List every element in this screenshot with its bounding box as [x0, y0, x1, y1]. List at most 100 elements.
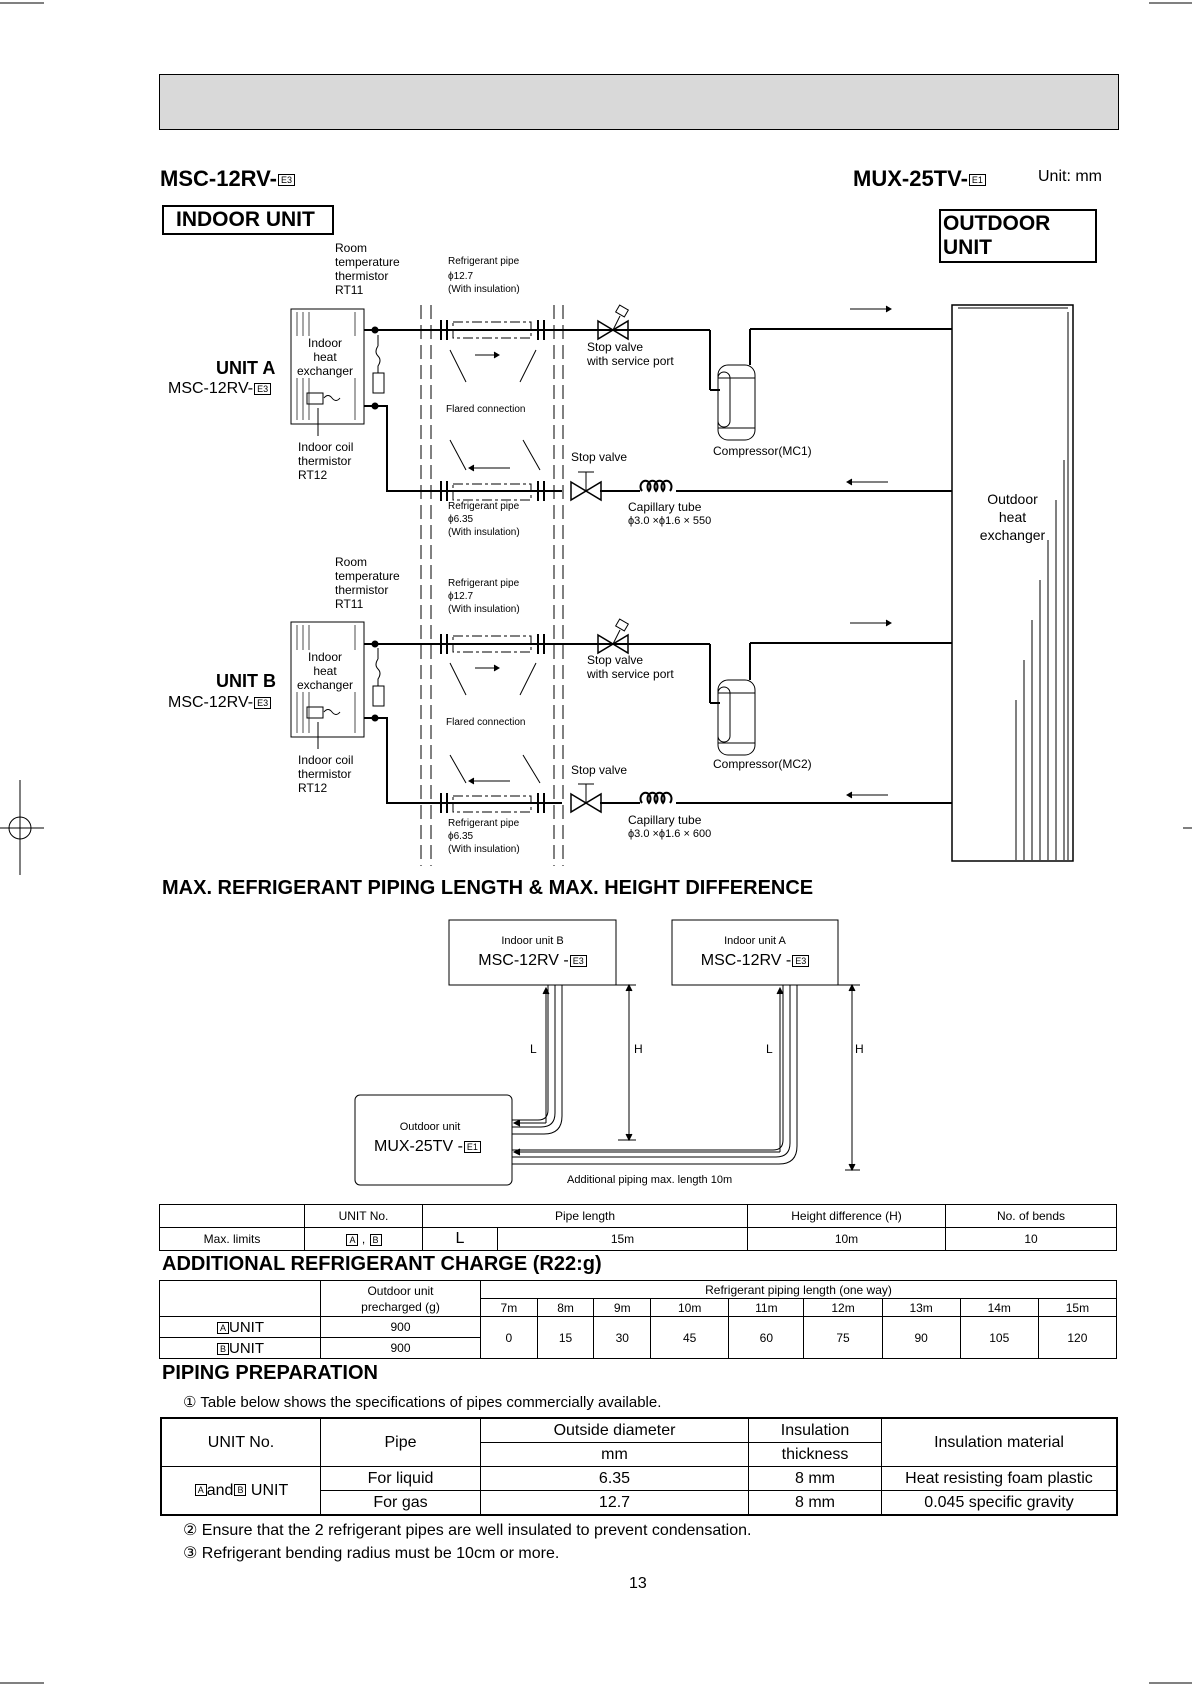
label-line: Indoor coil	[298, 440, 354, 454]
label-line: heat	[998, 509, 1027, 525]
prep-note-1: ① Table below shows the specifications o…	[183, 1394, 662, 1411]
label-line: heat	[313, 664, 337, 678]
table-cell: 15m	[497, 1227, 748, 1251]
indoor-b-title: Indoor unit B	[501, 935, 564, 947]
unit-label: UNIT	[250, 1481, 289, 1499]
label-line: Refrigerant pipe	[448, 256, 520, 267]
unit-a-indoor-hx-label: Indoor heat exchanger	[294, 336, 356, 378]
title-banner	[159, 74, 1119, 130]
table-cell: Outdoor unit precharged (g)	[320, 1280, 481, 1317]
label-line: thermistor	[335, 583, 389, 597]
unit-b-stop-valve-label: Stop valve	[571, 763, 628, 777]
unit-a-label: UNIT A	[216, 358, 276, 378]
label-line: ϕ6.35	[448, 514, 474, 525]
table-cell: Max. limits	[159, 1227, 305, 1251]
label-line: precharged (g)	[361, 1299, 440, 1314]
indoor-b-model: MSC-12RV -E3	[449, 952, 616, 970]
outdoor-hx-label: Outdoor heat exchanger	[975, 490, 1050, 544]
label-line: Indoor	[307, 650, 343, 664]
unit-label: UNIT	[229, 1339, 264, 1357]
label-line: thermistor	[298, 767, 352, 781]
label-line: Indoor coil	[298, 753, 354, 767]
table-row: Outdoor unit precharged (g) Refrigerant …	[159, 1280, 1117, 1317]
label-line: RT11	[335, 597, 364, 611]
unit-a-room-thermistor-label: Room temperature thermistor RT11	[335, 241, 400, 297]
label-line: with service port	[587, 354, 674, 368]
unit-b-badge: B	[369, 1233, 382, 1246]
l-label-a: L	[766, 1042, 773, 1056]
outdoor-hx	[951, 304, 1074, 862]
table-cell: For liquid	[320, 1466, 481, 1491]
unit-a-capillary-label: Capillary tube ϕ3.0 ×ϕ1.6 × 550	[628, 500, 711, 528]
table-cell: 10	[945, 1227, 1117, 1251]
label-line: (With insulation)	[448, 284, 520, 295]
table-row: 7m 8m 9m 10m 11m 12m 13m 14m 15m	[160, 1298, 1118, 1317]
label-line: Room	[335, 241, 368, 255]
piping-length-diagram	[354, 919, 860, 1186]
label-line: ϕ3.0 ×ϕ1.6 × 600	[628, 828, 712, 840]
label-line: (With insulation)	[448, 604, 520, 615]
model-badge: E3	[792, 954, 810, 967]
table-cell: 0	[480, 1316, 538, 1359]
outdoor-unit-label: OUTDOOR UNIT	[939, 209, 1097, 263]
table-cell: Insulation material	[881, 1417, 1118, 1467]
piping-heading: MAX. REFRIGERANT PIPING LENGTH & MAX. HE…	[162, 877, 814, 899]
outdoor-model-text: MUX-25TV-	[853, 166, 968, 191]
table-cell: 15	[536, 1316, 595, 1359]
label-line: RT11	[335, 283, 364, 297]
unit-b-coil-sensor	[306, 706, 324, 719]
table-cell: No. of bends	[945, 1204, 1117, 1228]
unit-label: UNIT	[229, 1318, 264, 1336]
label-line: (With insulation)	[448, 844, 520, 855]
label-line: Capillary tube	[628, 813, 702, 827]
label-line: exchanger	[296, 364, 354, 378]
unit-a-gas-pipe-label: Refrigerant pipe ϕ12.7 (With insulation)	[448, 255, 520, 296]
unit-b-room-thermistor-label: Room temperature thermistor RT11	[335, 555, 400, 611]
table-cell: 105	[959, 1316, 1039, 1359]
label-line: Indoor	[307, 336, 343, 350]
table-cell: 13m	[881, 1298, 961, 1317]
table-cell: 15m	[1037, 1298, 1118, 1317]
unit-b-indoor-hx	[290, 621, 365, 738]
label-line: Room	[335, 555, 368, 569]
model-text: MSC-12RV -	[478, 952, 569, 969]
outdoor-model-heading: MUX-25TV-E1	[853, 166, 986, 192]
table-cell: 120	[1037, 1316, 1118, 1359]
model-badge: E3	[254, 382, 272, 395]
indoor-model-heading: MSC-12RV-E3	[160, 166, 295, 192]
label-line: temperature	[335, 569, 400, 583]
label-line: exchanger	[979, 527, 1046, 543]
label-line: temperature	[335, 255, 400, 269]
unit-a-badge: A	[194, 1484, 207, 1497]
additional-piping-note: Additional piping max. length 10m	[567, 1174, 733, 1186]
table-cell: 6.35	[480, 1466, 749, 1491]
unit-b-capillary-label: Capillary tube ϕ3.0 ×ϕ1.6 × 600	[628, 813, 711, 841]
table-cell: For gas	[320, 1490, 481, 1516]
unit-b-badge: B	[234, 1484, 247, 1497]
label-line: ϕ3.0 ×ϕ1.6 × 550	[628, 515, 712, 527]
prep-heading: PIPING PREPARATION	[162, 1362, 378, 1384]
charge-table: Outdoor unit precharged (g) Refrigerant …	[159, 1280, 1118, 1359]
label-line: ϕ12.7	[448, 271, 474, 282]
unit-a-coil-thermistor-label: Indoor coil thermistor RT12	[298, 440, 353, 482]
label-line: thermistor	[335, 269, 389, 283]
label-line: Stop valve	[587, 340, 644, 354]
table-cell: mm	[480, 1442, 749, 1467]
prep-note-3: ③ Refrigerant bending radius must be 10c…	[183, 1545, 560, 1562]
table-cell: L	[422, 1227, 498, 1251]
unit-b-label: UNIT B	[216, 671, 276, 691]
table-row: UNIT No. Pipe length Height difference (…	[159, 1204, 1117, 1228]
label-line: Outdoor unit	[367, 1283, 434, 1298]
model-badge: E1	[463, 1140, 481, 1153]
label-line: Refrigerant pipe	[448, 501, 520, 512]
unit-b-model: MSC-12RV-E3	[168, 694, 272, 712]
table-cell: 12.7	[480, 1490, 749, 1516]
table-cell: 45	[650, 1316, 730, 1359]
unit-b-coil-thermistor-label: Indoor coil thermistor RT12	[298, 753, 353, 795]
table-row: mm thickness	[161, 1442, 1117, 1467]
table-cell: 8 mm	[748, 1466, 882, 1491]
label-line: RT12	[298, 781, 328, 795]
